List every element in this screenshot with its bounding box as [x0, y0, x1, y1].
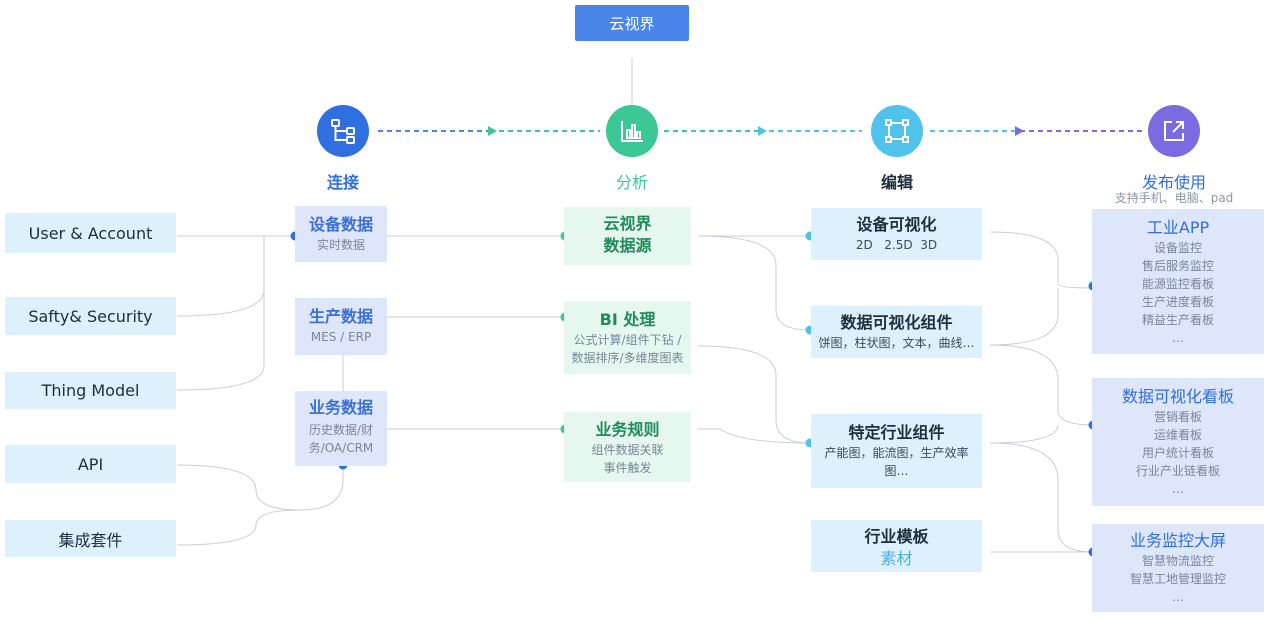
analysis-bi-processing[interactable]: BI 处理 公式计算/组件下钻 / 数据排序/多维度图表 — [564, 301, 691, 374]
publish-item: … — [1172, 482, 1184, 496]
stage-sublabel-publish: 支持手机、电脑、pad — [1114, 191, 1234, 205]
analysis-title-2: 数据源 — [603, 236, 652, 255]
external-link-icon — [1148, 105, 1200, 157]
publish-item: 智慧物流监控 — [1141, 554, 1214, 568]
publish-item: 运维看板 — [1153, 428, 1202, 442]
publish-item: 能源监控看板 — [1141, 277, 1214, 291]
publish-item: 行业产业链看板 — [1135, 464, 1220, 478]
editor-device-visualization[interactable]: 设备可视化 2D 2.5D 3D — [811, 208, 982, 260]
analysis-title: BI 处理 — [599, 310, 656, 329]
source-device-data[interactable]: 设备数据 实时数据 — [295, 206, 387, 262]
publish-item: … — [1172, 590, 1184, 604]
editor-data-viz-components[interactable]: 数据可视化组件 饼图，柱状图，文本，曲线… — [811, 306, 982, 358]
publish-item: 智慧工地管理监控 — [1129, 572, 1226, 586]
analysis-sub-2: 数据排序/多维度图表 — [571, 351, 684, 365]
publish-title: 业务监控大屏 — [1129, 531, 1226, 550]
hierarchy-icon — [317, 105, 369, 157]
source-title: 设备数据 — [308, 215, 373, 234]
left-item-thing-model[interactable]: Thing Model — [5, 372, 176, 409]
editor-industry-template[interactable]: 行业模板 素材 — [811, 520, 982, 572]
publish-item: 营销看板 — [1153, 410, 1202, 424]
stage-label-analyze: 分析 — [615, 173, 648, 192]
publish-item: … — [1172, 331, 1184, 345]
publish-title: 数据可视化看板 — [1121, 387, 1234, 406]
analysis-business-rules[interactable]: 业务规则 组件数据关联 事件触发 — [564, 412, 691, 482]
publish-business-monitor-screen[interactable]: 业务监控大屏 智慧物流监控 智慧工地管理监控 … — [1092, 524, 1264, 612]
editor-sub: 饼图，柱状图，文本，曲线… — [818, 336, 975, 350]
publish-data-viz-dashboard[interactable]: 数据可视化看板 营销看板 运维看板 用户统计看板 行业产业链看板 … — [1092, 378, 1264, 506]
source-sub: 实时数据 — [316, 238, 365, 252]
publish-item: 设备监控 — [1153, 241, 1202, 255]
left-item-api[interactable]: API — [5, 445, 176, 483]
editor-title: 特定行业组件 — [848, 423, 945, 442]
editor-title: 设备可视化 — [856, 215, 937, 234]
analysis-cloud-datasource[interactable]: 云视界 数据源 — [564, 207, 691, 265]
stage-label-publish: 发布使用 — [1141, 173, 1206, 192]
publish-item: 用户统计看板 — [1141, 446, 1214, 460]
editor-sub: 产能图，能流图，生产效率 — [824, 446, 969, 460]
publish-title: 工业APP — [1146, 218, 1210, 237]
analysis-title: 业务规则 — [595, 420, 660, 439]
publish-industrial-app[interactable]: 工业APP 设备监控 售后服务监控 能源监控看板 生产进度看板 精益生产看板 … — [1092, 209, 1264, 354]
source-title: 业务数据 — [308, 398, 373, 417]
editor-title: 行业模板 — [864, 527, 929, 546]
publish-item: 精益生产看板 — [1141, 313, 1214, 327]
source-sub: MES / ERP — [310, 330, 372, 344]
source-business-data[interactable]: 业务数据 历史数据/财务/OA/CRM — [295, 391, 387, 466]
analysis-sub-2: 事件触发 — [603, 461, 652, 475]
left-item-user-account[interactable]: User & Account — [5, 213, 176, 253]
analysis-sub: 组件数据关联 — [591, 443, 664, 457]
editor-sub-material: 素材 — [880, 549, 913, 568]
source-title: 生产数据 — [308, 307, 373, 326]
editor-sub-2: 图… — [884, 464, 909, 478]
source-sub: 历史数据/财务/OA/CRM — [308, 423, 374, 455]
analysis-title: 云视界 — [603, 214, 652, 233]
left-item-safety-security[interactable]: Safty& Security — [5, 297, 176, 335]
publish-item: 售后服务监控 — [1141, 259, 1214, 273]
editor-title: 数据可视化组件 — [840, 313, 953, 332]
bar-chart-icon — [606, 105, 658, 157]
stage-label-connect: 连接 — [326, 173, 359, 192]
source-production-data[interactable]: 生产数据 MES / ERP — [295, 298, 387, 355]
editor-industry-components[interactable]: 特定行业组件 产能图，能流图，生产效率 图… — [811, 414, 982, 488]
analysis-sub: 公式计算/组件下钻 / — [573, 333, 682, 347]
top-node-cloud-vision[interactable]: 云视界 — [575, 5, 689, 41]
left-item-integration-kit[interactable]: 集成套件 — [5, 520, 176, 557]
frame-select-icon — [871, 105, 923, 157]
publish-item: 生产进度看板 — [1141, 295, 1214, 309]
editor-sub: 2D 2.5D 3D — [855, 238, 938, 252]
stage-label-edit: 编辑 — [880, 173, 913, 192]
